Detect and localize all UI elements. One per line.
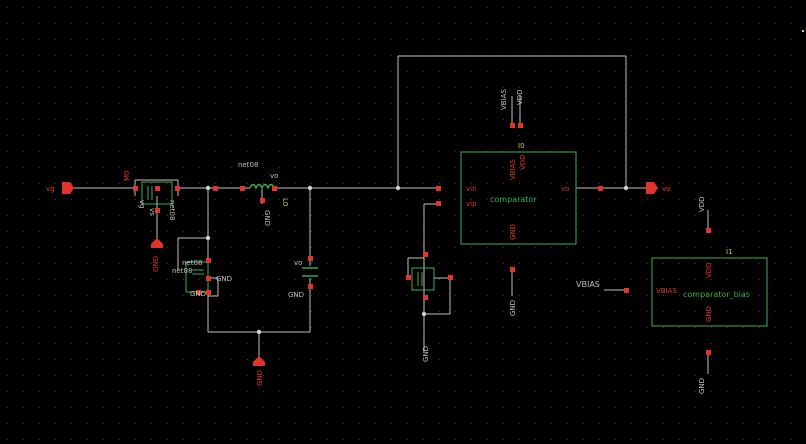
ports[interactable]	[62, 182, 658, 366]
comparator-bias-pin-vbias: VBIAS	[656, 287, 677, 295]
pin[interactable]	[196, 290, 201, 295]
symbols[interactable]	[141, 151, 768, 327]
comparator-bias-net-gnd: GND	[698, 378, 706, 394]
low-switch-net-label-2: net08	[172, 267, 192, 275]
junction-dot	[623, 185, 629, 191]
junction-dot	[256, 329, 262, 335]
pin[interactable]	[510, 267, 515, 272]
junctions	[205, 185, 629, 335]
comparator-bias-name-label: comparator_bias	[683, 290, 750, 299]
pin[interactable]	[423, 295, 428, 300]
comparator-bias-instance-label: I1	[726, 248, 733, 256]
comparator-pin-vin: vin	[466, 185, 477, 193]
pin[interactable]	[206, 276, 211, 281]
pin[interactable]	[155, 208, 160, 213]
pin[interactable]	[598, 186, 603, 191]
pin[interactable]	[260, 198, 265, 203]
pin[interactable]	[240, 186, 245, 191]
pin[interactable]	[155, 186, 160, 191]
pin[interactable]	[206, 290, 211, 295]
comparator-pin-vo: vo	[561, 185, 569, 193]
ref-device-body[interactable]	[411, 267, 435, 291]
comparator-pin-vbias: VBIAS	[509, 159, 517, 180]
vo-port-label: vo	[662, 185, 670, 193]
mosfet-name-label: M0	[123, 171, 131, 182]
inductor-vo-label: vo	[270, 172, 278, 180]
bottom-gnd-port-icon[interactable]	[253, 356, 265, 366]
vo-port-icon[interactable]	[646, 182, 658, 194]
switch-label-net: net08	[168, 200, 176, 220]
comparator-net-vbias: VBIAS	[500, 89, 508, 110]
pins[interactable]	[133, 123, 711, 355]
comparator-pin-vip: vip	[466, 200, 477, 208]
pin[interactable]	[448, 275, 453, 280]
inductor-net-label: net08	[238, 161, 258, 169]
pin[interactable]	[436, 201, 441, 206]
switch-label-vs: vs	[148, 208, 156, 216]
junction-dot	[205, 185, 211, 191]
comparator-net-gnd: GND	[509, 300, 517, 316]
pin[interactable]	[624, 288, 629, 293]
pin[interactable]	[706, 350, 711, 355]
low-switch-gnd-label: GND	[216, 275, 232, 283]
junction-dot	[421, 311, 427, 317]
pin[interactable]	[436, 186, 441, 191]
comparator-bias-net-vbias: VBIAS	[576, 280, 600, 289]
comparator-net-vdd: VDD	[516, 89, 524, 105]
switch-top-body[interactable]	[141, 181, 173, 205]
comparator-bias-net-vdd: VDD	[698, 196, 706, 212]
low-switch-net-label-1: net08	[182, 259, 202, 267]
vg-port-label: vg	[46, 185, 55, 193]
junction-dot	[307, 185, 313, 191]
inductor-name-label: L0	[281, 198, 289, 206]
pin[interactable]	[213, 186, 218, 191]
comparator-name-label: comparator	[490, 195, 537, 204]
comparator-bias-pin-gnd: GND	[705, 306, 713, 322]
pin[interactable]	[406, 275, 411, 280]
pin[interactable]	[272, 186, 277, 191]
comparator-instance-label: I0	[518, 142, 525, 150]
comparator-body[interactable]	[460, 151, 577, 245]
pin[interactable]	[423, 252, 428, 257]
pin[interactable]	[308, 256, 313, 261]
pin[interactable]	[133, 186, 138, 191]
pin[interactable]	[175, 186, 180, 191]
comparator-pin-vdd: VDD	[519, 154, 527, 170]
comparator-bias-pin-vdd: VDD	[705, 262, 713, 278]
low-switch-gnd-label-2: GND	[190, 290, 206, 298]
comparator-bias-body[interactable]	[651, 257, 768, 327]
bottom-gnd-label: GND	[256, 370, 264, 386]
inductor-coil[interactable]	[249, 183, 275, 190]
gnd-port-icon[interactable]	[151, 238, 163, 248]
pin[interactable]	[308, 284, 313, 289]
capacitor-vo-label: vo	[294, 259, 302, 267]
pin[interactable]	[706, 228, 711, 233]
junction-dot	[205, 235, 211, 241]
capacitor-gnd-label: GND	[288, 291, 304, 299]
ref-gnd-label: GND	[422, 346, 430, 362]
canvas-marker	[802, 30, 804, 32]
pin[interactable]	[518, 123, 523, 128]
comparator-pin-gnd: GND	[509, 224, 517, 240]
pin[interactable]	[510, 123, 515, 128]
junction-dot	[395, 185, 401, 191]
inductor-gnd-label: GND	[263, 210, 271, 226]
switch-label-vg: vg	[138, 200, 146, 209]
vg-port-icon[interactable]	[62, 182, 74, 194]
pin[interactable]	[206, 258, 211, 263]
gnd-port-label: GND	[151, 256, 159, 272]
